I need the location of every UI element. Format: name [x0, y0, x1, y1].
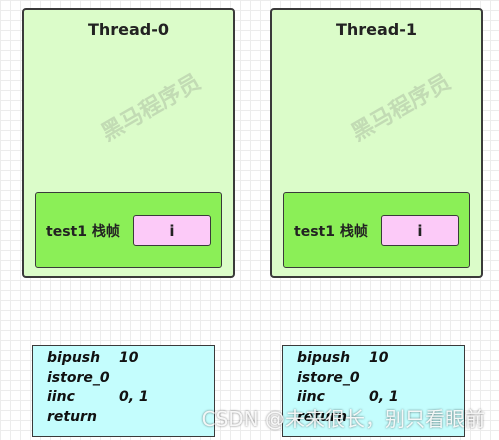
bytecode-box-thread-0: bipush 10 istore_0 iinc 0, 1 return [32, 345, 215, 437]
bytecode-op: return [297, 408, 347, 425]
local-variable: i [381, 215, 459, 246]
bytecode-arg: 0, 1 [119, 389, 149, 405]
thread-title: Thread-1 [335, 20, 418, 39]
bytecode-arg: 0, 1 [369, 389, 399, 405]
bytecode-line: return [47, 408, 214, 428]
bytecode-op: istore_0 [47, 369, 110, 386]
bytecode-op: return [47, 408, 97, 425]
csdn-watermark: CSDN @未来很长，别只看眼前 [201, 407, 485, 431]
thread-1-box: Thread-1 test1 栈帧 i [270, 8, 483, 278]
thread-0-box: Thread-0 test1 栈帧 i [22, 8, 235, 278]
bytecode-op: iinc [297, 389, 325, 405]
bytecode-op: bipush [47, 350, 101, 366]
bytecode-line: iinc 0, 1 [297, 388, 464, 408]
bytecode-line: iinc 0, 1 [47, 388, 214, 408]
stack-frame: test1 栈帧 i [283, 192, 470, 268]
bytecode-box-thread-1: bipush 10 istore_0 iinc 0, 1 return [282, 345, 465, 437]
bytecode-line: istore_0 [297, 369, 464, 389]
bytecode-line: istore_0 [47, 369, 214, 389]
local-variable: i [133, 215, 211, 246]
bytecode-line: return [297, 408, 464, 428]
bytecode-line: bipush 10 [297, 349, 464, 369]
bytecode-op: istore_0 [297, 369, 360, 386]
stack-frame: test1 栈帧 i [35, 192, 222, 268]
bytecode-op: iinc [47, 389, 75, 405]
bytecode-arg: 10 [119, 350, 139, 366]
frame-label: test1 栈帧 [46, 224, 120, 240]
bytecode-op: bipush [297, 350, 351, 366]
thread-title: Thread-0 [87, 20, 170, 39]
frame-label: test1 栈帧 [294, 224, 368, 240]
bytecode-arg: 10 [369, 350, 389, 366]
bytecode-line: bipush 10 [47, 349, 214, 369]
